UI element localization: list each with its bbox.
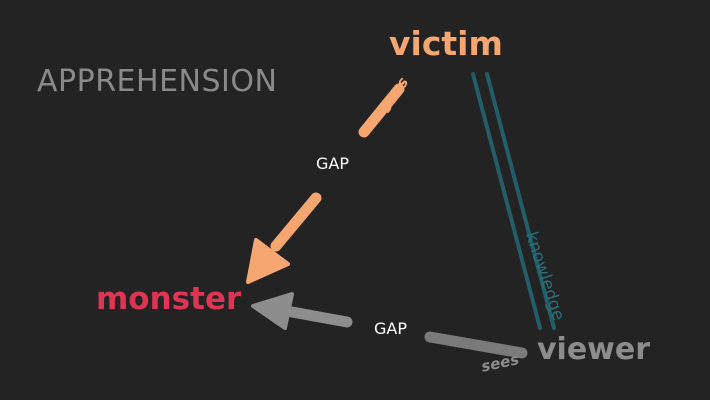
knowledge-line-right (485, 72, 556, 330)
viewer-sees-dash (424, 331, 528, 359)
victim-sees-dash (358, 83, 405, 138)
viewer-monster-arrow-shaft (286, 306, 353, 328)
gap-label-viewer: GAP (374, 319, 407, 338)
viewer-monster-arrow-head (251, 292, 294, 330)
node-viewer: viewer (537, 332, 651, 367)
diagram-title: APPREHENSION (37, 64, 278, 99)
victim-monster-arrow-shaft (270, 192, 322, 252)
knowledge-line-left (471, 72, 542, 330)
gap-label-victim: GAP (316, 154, 349, 173)
node-monster: monster (96, 281, 242, 317)
victim-monster-arrow-head (246, 238, 290, 284)
node-victim: victim (389, 24, 503, 63)
